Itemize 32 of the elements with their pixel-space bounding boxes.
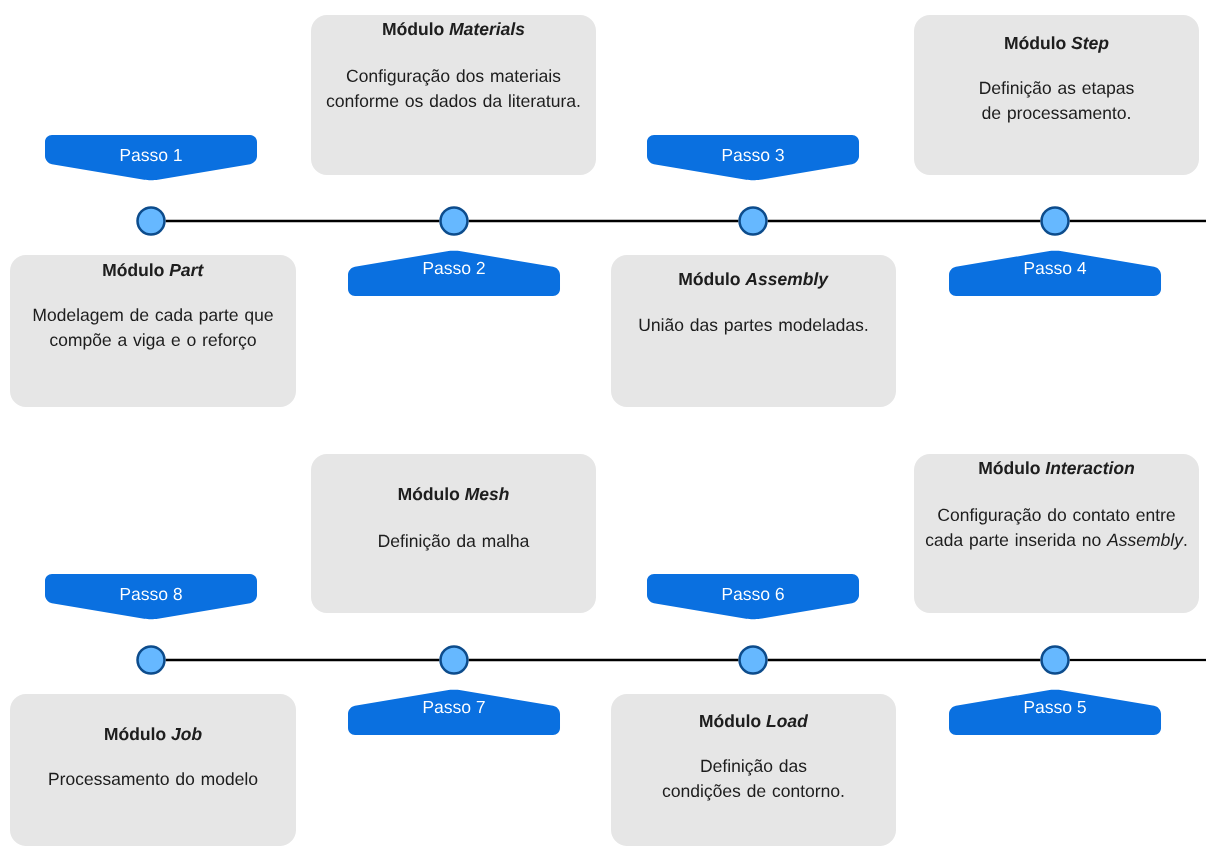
step-banner: Passo 3 bbox=[647, 135, 859, 181]
module-card: Módulo Job Processamento do modelo bbox=[10, 694, 296, 846]
module-card: Módulo Interaction Configuração do contato entre cada parte inserida no Assembly. bbox=[914, 454, 1199, 613]
timeline-dot bbox=[738, 206, 768, 236]
module-card: Módulo Mesh Definição da malha bbox=[311, 454, 596, 613]
timeline-dot bbox=[439, 645, 469, 675]
step-banner: Passo 5 bbox=[949, 689, 1161, 735]
timeline-dot bbox=[738, 645, 768, 675]
step-banner: Passo 2 bbox=[348, 250, 560, 296]
module-card: Módulo Materials Configuração dos materiais conforme os dados da literatura. bbox=[311, 15, 596, 175]
timeline-line bbox=[468, 219, 739, 223]
step-banner: Passo 8 bbox=[45, 574, 257, 620]
timeline-line bbox=[1069, 219, 1206, 223]
timeline-line bbox=[767, 219, 1041, 223]
timeline-line bbox=[468, 658, 739, 662]
timeline-line bbox=[165, 658, 440, 662]
timeline-dot bbox=[136, 645, 166, 675]
module-card: Módulo Part Modelagem de cada parte que compõe a viga e o reforço bbox=[10, 255, 296, 407]
timeline-dot bbox=[439, 206, 469, 236]
module-card: Módulo Assembly União das partes modeladas. bbox=[611, 255, 896, 407]
module-card: Módulo Step Definição as etapas de processamento. bbox=[914, 15, 1199, 175]
step-banner: Passo 4 bbox=[949, 250, 1161, 296]
step-banner: Passo 1 bbox=[45, 135, 257, 181]
step-banner: Passo 7 bbox=[348, 689, 560, 735]
timeline-line bbox=[1069, 658, 1206, 662]
timeline-line bbox=[165, 219, 440, 223]
timeline-dot bbox=[136, 206, 166, 236]
module-card: Módulo Load Definição das condições de contorno. bbox=[611, 694, 896, 846]
step-banner: Passo 6 bbox=[647, 574, 859, 620]
timeline-line bbox=[767, 658, 1041, 662]
timeline-dot bbox=[1040, 645, 1070, 675]
timeline-dot bbox=[1040, 206, 1070, 236]
